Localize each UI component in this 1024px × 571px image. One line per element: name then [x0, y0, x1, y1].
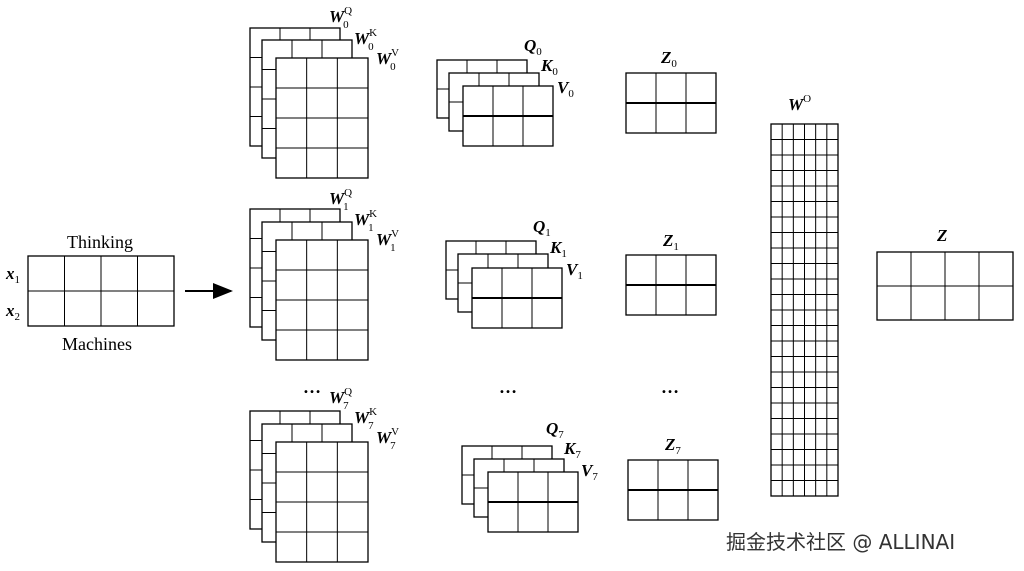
- output-weight-matrix: [770, 123, 839, 497]
- w1v-matrix: [275, 239, 369, 361]
- output-matrix: [876, 251, 1014, 321]
- attention-heads: [249, 27, 719, 563]
- ellipsis-z: …: [661, 377, 679, 397]
- label-q0: Q0: [524, 36, 542, 58]
- input-embedding-matrix: [27, 255, 175, 327]
- word-machines: Machines: [62, 334, 132, 354]
- wo-matrix: [770, 123, 839, 497]
- label-k0: K0: [540, 56, 558, 78]
- label-v7: V7: [581, 461, 598, 483]
- z-matrix: [876, 251, 1014, 321]
- label-z0: Z0: [660, 48, 677, 70]
- label-wo: WO: [788, 93, 811, 114]
- label-z1: Z1: [662, 231, 679, 253]
- z7-matrix: [627, 459, 719, 521]
- label-k7: K7: [563, 439, 581, 461]
- z1-matrix: [625, 254, 717, 316]
- w7v-matrix: [275, 441, 369, 563]
- label-q1: Q1: [533, 217, 551, 239]
- word-thinking: Thinking: [67, 232, 133, 252]
- input-matrix: [27, 255, 175, 327]
- v0-matrix: [462, 85, 554, 147]
- label-z7: Z7: [664, 435, 681, 457]
- v1-matrix: [471, 267, 563, 329]
- v7-matrix: [487, 471, 579, 533]
- watermark: 掘金技术社区 @ ALLINAI: [726, 530, 956, 554]
- label-z: Z: [936, 226, 947, 245]
- label-q7: Q7: [546, 419, 564, 441]
- label-v1: V1: [566, 260, 583, 282]
- label-v0: V0: [557, 78, 574, 100]
- z0-matrix: [625, 72, 717, 134]
- row-label-x1: x1: [5, 264, 20, 286]
- ellipsis-weights: …: [303, 377, 321, 397]
- label-k1: K1: [549, 238, 567, 260]
- row-label-x2: x2: [5, 301, 20, 323]
- w0v-matrix: [275, 57, 369, 179]
- ellipsis-qkv: …: [499, 377, 517, 397]
